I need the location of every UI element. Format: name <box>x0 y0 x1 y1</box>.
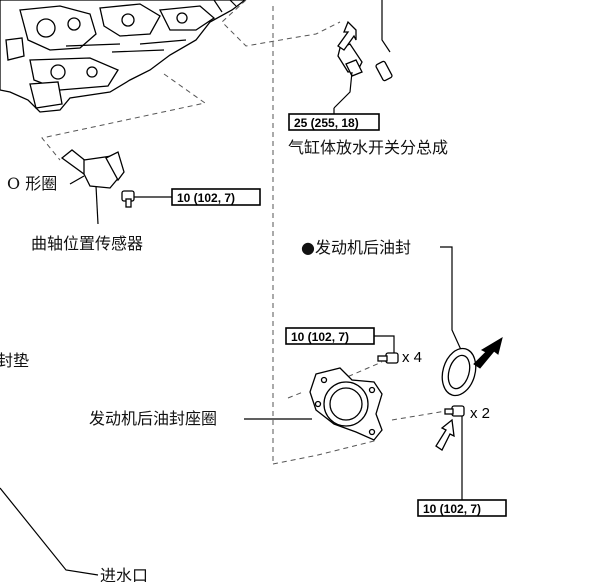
torque-retainer-lower: 10 (102, 7) <box>423 502 481 516</box>
upper-bolt <box>377 352 399 364</box>
drain-cock-part <box>333 0 393 109</box>
torque-crank-sensor-bolt: 10 (102, 7) <box>177 191 235 205</box>
label-o-ring: O 形圈 <box>7 174 57 193</box>
torque-box-retainer-lower: 10 (102, 7) <box>417 499 507 517</box>
lower-bolt <box>444 405 465 417</box>
label-gasket-partial: 封垫 <box>0 351 29 370</box>
arrow-solid-icon <box>473 336 503 369</box>
torque-box-drain-cock: 25 (255, 18) <box>288 113 380 131</box>
arrow-hollow-icon <box>435 418 455 451</box>
rear-oil-seal-part <box>441 347 477 397</box>
torque-drain-cock: 25 (255, 18) <box>294 116 359 130</box>
torque-box-crank-sensor-bolt: 10 (102, 7) <box>171 188 261 206</box>
torque-retainer-upper: 10 (102, 7) <box>291 330 349 344</box>
arrow-hollow-icon <box>337 20 357 51</box>
sensor-bolt <box>121 190 135 208</box>
label-drain-cock: 气缸体放水开关分总成 <box>288 138 448 157</box>
label-crank-sensor: 曲轴位置传感器 <box>31 234 143 253</box>
qty-upper-bolts: x 4 <box>402 349 422 366</box>
label-rear-seal-retainer: 发动机后油封座圈 <box>89 409 217 428</box>
torque-box-retainer-upper: 10 (102, 7) <box>285 327 375 345</box>
label-rear-oil-seal: ●发动机后油封 <box>301 238 411 257</box>
crank-sensor-part <box>60 149 125 225</box>
label-water-inlet: 进水口 <box>100 566 148 582</box>
engine-block-drawing <box>0 0 247 113</box>
rear-seal-retainer-part <box>309 367 383 441</box>
qty-lower-bolts: x 2 <box>470 405 490 422</box>
